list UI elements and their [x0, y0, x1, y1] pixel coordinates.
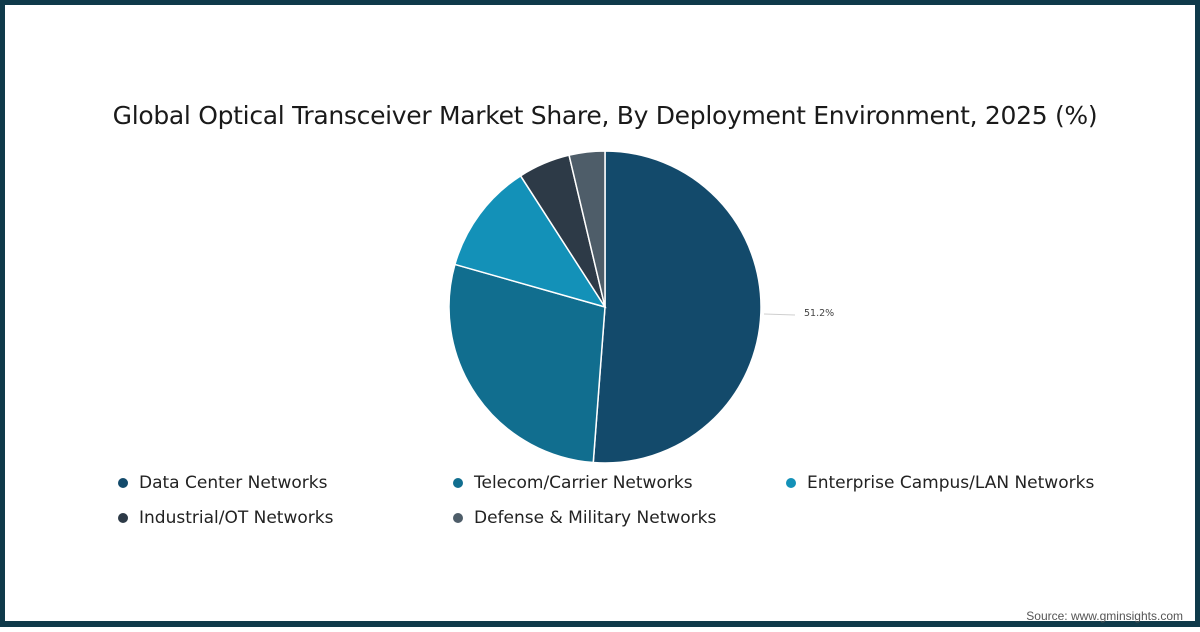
data-label-leader-line — [763, 313, 796, 316]
source-note: Source: www.gminsights.com — [1026, 609, 1183, 623]
pie-slice-defense-military-networks[interactable] — [568, 150, 606, 308]
legend-label: Defense & Military Networks — [474, 508, 717, 528]
legend-item-telecom[interactable]: Telecom/Carrier Networks — [453, 473, 693, 493]
legend-dot-icon — [786, 478, 796, 488]
pie-chart — [448, 150, 796, 464]
legend-item-industrial[interactable]: Industrial/OT Networks — [118, 508, 333, 528]
legend-label: Industrial/OT Networks — [139, 508, 334, 528]
legend-dot-icon — [453, 513, 463, 523]
legend-label: Telecom/Carrier Networks — [474, 473, 693, 493]
legend-dot-icon — [453, 478, 463, 488]
pie-slice-telecom-carrier-networks[interactable] — [448, 263, 606, 464]
pie-slice-enterprise-campus-lan-networks[interactable] — [453, 174, 607, 309]
legend-label: Data Center Networks — [139, 473, 328, 493]
pie-slice-data-center-networks[interactable] — [592, 150, 762, 464]
pie-slices — [448, 150, 762, 464]
legend-item-enterprise[interactable]: Enterprise Campus/LAN Networks — [786, 473, 1094, 493]
legend-label: Enterprise Campus/LAN Networks — [807, 473, 1095, 493]
legend-dot-icon — [118, 513, 128, 523]
data-label-data-center: 51.2% — [804, 308, 835, 319]
chart-title: Global Optical Transceiver Market Share,… — [112, 101, 1098, 130]
legend-dot-icon — [118, 478, 128, 488]
legend-item-defense[interactable]: Defense & Military Networks — [453, 508, 716, 528]
legend-item-data-center[interactable]: Data Center Networks — [118, 473, 327, 493]
